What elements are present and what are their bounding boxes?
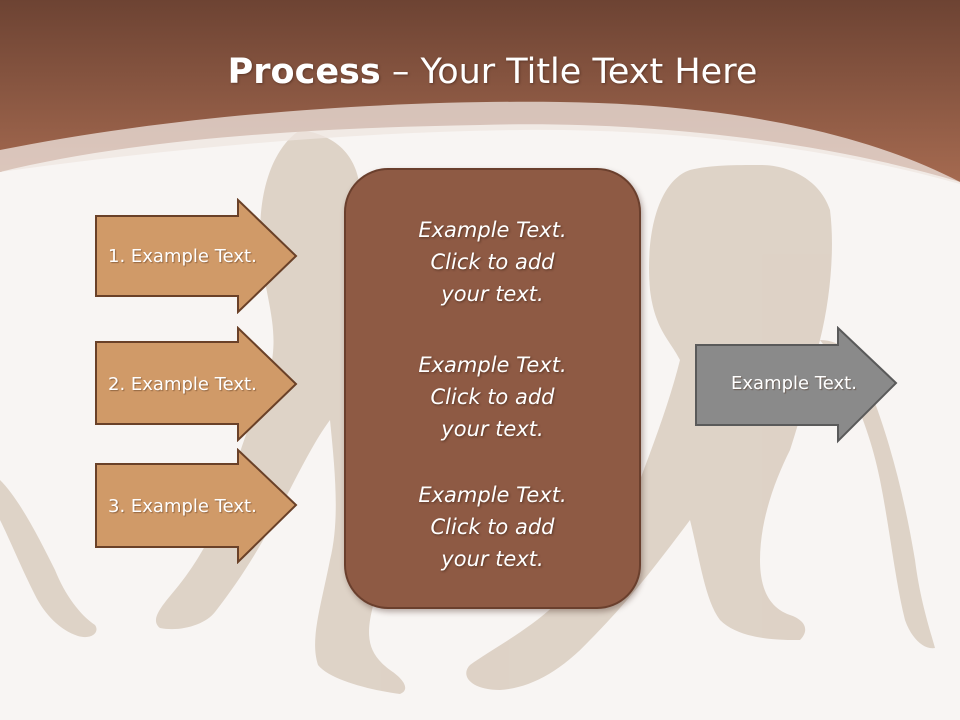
step-arrow-2[interactable]: 2. Example Text. [94, 326, 300, 442]
output-arrow[interactable]: Example Text. [694, 326, 900, 444]
step-arrow-shape [95, 198, 298, 314]
center-text-line: your text. [441, 282, 544, 306]
center-text-block-2[interactable]: Example Text. Click to add your text. [346, 349, 639, 445]
center-text-line: Example Text. [418, 353, 567, 377]
center-text-block-3[interactable]: Example Text. Click to add your text. [346, 479, 639, 575]
step-arrow-shape [95, 326, 298, 442]
center-text-line: Click to add [430, 385, 555, 409]
title-rest: – Your Title Text Here [380, 52, 758, 92]
center-text-block-1[interactable]: Example Text. Click to add your text. [346, 214, 639, 310]
center-text-line: Example Text. [418, 218, 567, 242]
title-bold: Process [227, 52, 381, 92]
step-label: 3. Example Text. [108, 495, 257, 517]
center-text-line: Click to add [430, 250, 555, 274]
output-arrow-shape [695, 326, 898, 444]
header-band [0, 0, 960, 182]
step-label: 2. Example Text. [108, 373, 257, 395]
step-arrow-shape [95, 448, 298, 564]
center-content-box[interactable]: Example Text. Click to add your text. Ex… [344, 168, 641, 609]
output-label: Example Text. [731, 372, 857, 394]
slide-title: Process – Your Title Text Here [0, 52, 960, 92]
center-text-line: Click to add [430, 515, 555, 539]
step-arrow-3[interactable]: 3. Example Text. [94, 448, 300, 564]
header-swoosh [0, 101, 960, 184]
step-label: 1. Example Text. [108, 245, 257, 267]
step-arrow-1[interactable]: 1. Example Text. [94, 198, 300, 314]
center-text-line: your text. [441, 547, 544, 571]
anatomy-figure-illustration [0, 130, 935, 694]
center-text-line: Example Text. [418, 483, 567, 507]
center-text-line: your text. [441, 417, 544, 441]
